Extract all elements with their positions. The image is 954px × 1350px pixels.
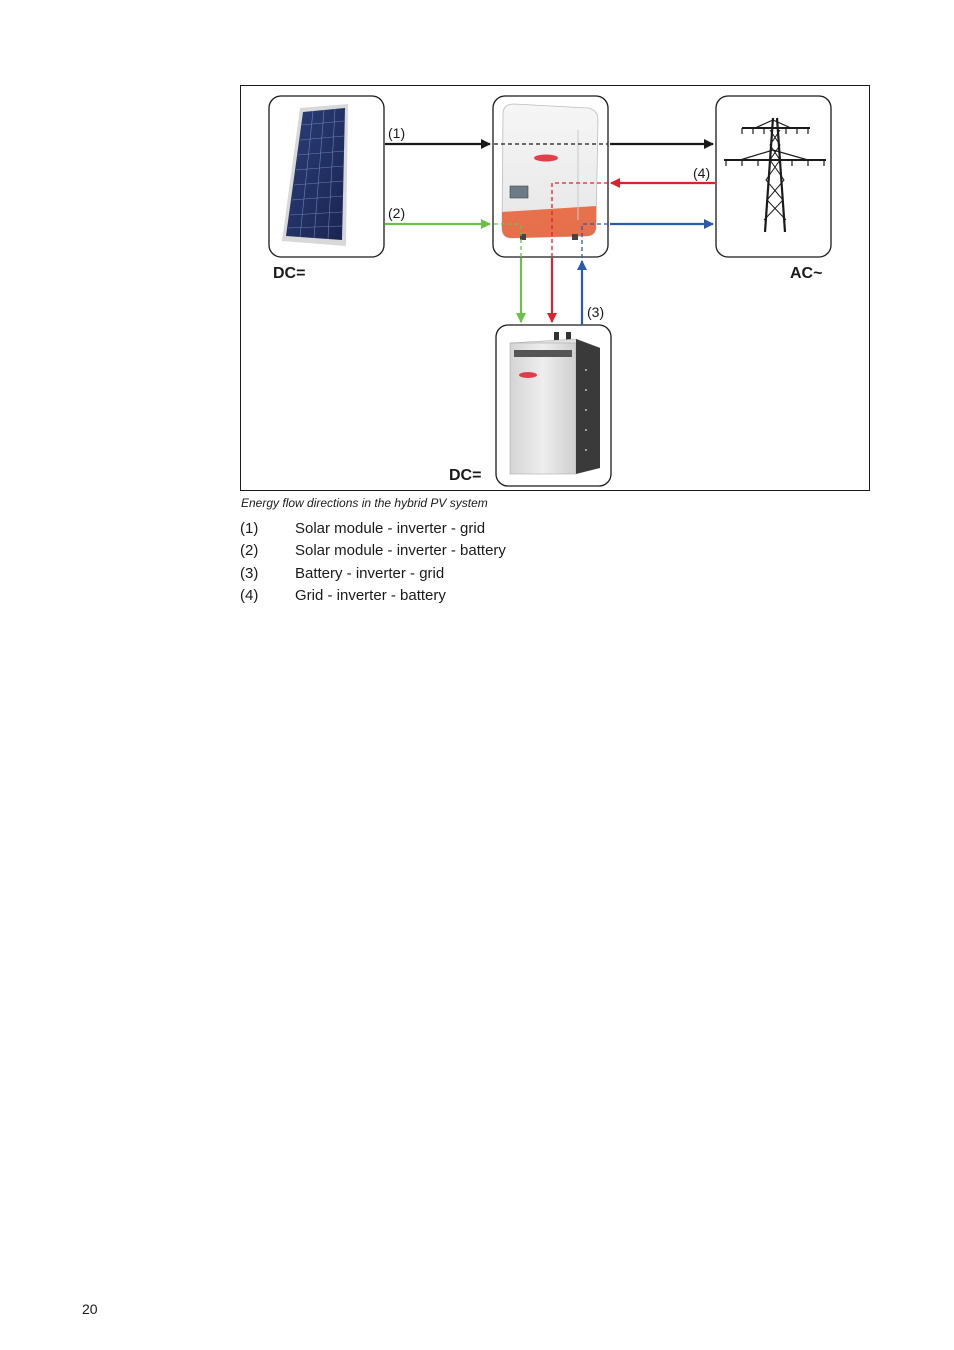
grid-box bbox=[715, 95, 832, 258]
inverter-icon bbox=[501, 103, 599, 240]
legend-text: Grid - inverter - battery bbox=[295, 587, 446, 604]
arrow-label-3: (3) bbox=[587, 304, 605, 320]
label-dc-panel: DC= bbox=[273, 265, 306, 282]
arrow-label-2: (2) bbox=[388, 205, 406, 221]
legend-number: (4) bbox=[240, 587, 259, 604]
arrow-label-4: (4) bbox=[693, 165, 711, 181]
label-dc-battery: DC= bbox=[449, 467, 482, 484]
page-number: 20 bbox=[82, 1301, 98, 1317]
flow-path-4 bbox=[547, 178, 715, 323]
legend-number: (2) bbox=[240, 542, 259, 559]
legend-text: Solar module - inverter - grid bbox=[295, 520, 486, 537]
legend-number: (3) bbox=[240, 565, 259, 582]
legend-text: Battery - inverter - grid bbox=[295, 565, 445, 582]
flow-path-2 bbox=[385, 219, 526, 323]
battery-storage-icon bbox=[509, 332, 601, 475]
figure-caption: Energy flow directions in the hybrid PV … bbox=[241, 496, 488, 510]
label-ac-grid: AC~ bbox=[790, 265, 823, 282]
legend-text: Solar module - inverter - battery bbox=[295, 542, 506, 559]
flow-path-3 bbox=[577, 219, 714, 325]
arrow-label-1: (1) bbox=[388, 125, 406, 141]
legend-number: (1) bbox=[240, 520, 259, 537]
figure-frame bbox=[240, 85, 870, 491]
solar-panel-icon bbox=[282, 104, 348, 246]
power-pylon-icon bbox=[724, 117, 826, 233]
